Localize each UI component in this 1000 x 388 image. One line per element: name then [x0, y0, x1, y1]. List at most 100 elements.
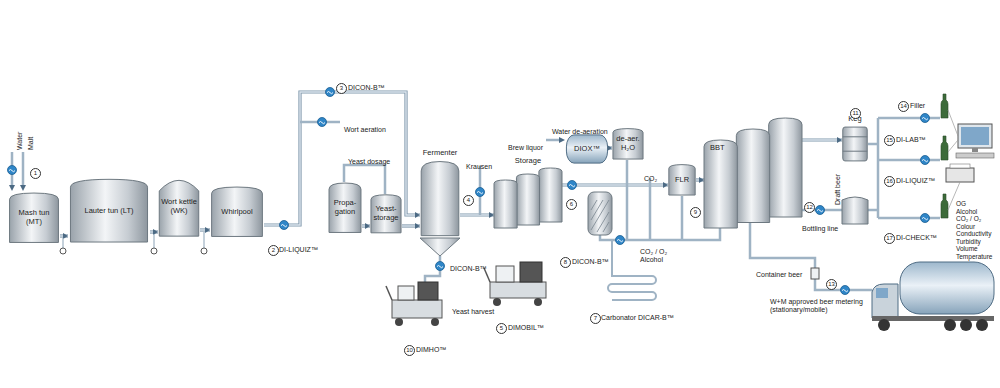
sensor — [280, 221, 289, 230]
data-wire — [948, 110, 960, 210]
vessel: Keg — [842, 126, 868, 162]
vessel-label: Whirlpool — [221, 208, 252, 217]
filler-manifold — [868, 118, 940, 218]
label-holder: Water de-aeration — [552, 120, 608, 138]
pipe-wall — [802, 138, 842, 141]
sensor — [8, 166, 17, 175]
arrow-head — [415, 212, 420, 218]
dimho-cart — [386, 282, 442, 326]
vessel-label: Storage — [515, 157, 541, 166]
pipe-core — [460, 214, 494, 215]
computer — [946, 124, 994, 182]
pipe-connector — [802, 137, 842, 143]
vessel-outline — [371, 195, 401, 233]
pipe-connector — [696, 177, 704, 183]
label-holder: 12 — [804, 195, 815, 213]
pump — [151, 248, 157, 254]
callout-number: 5 — [496, 323, 507, 334]
pump — [60, 248, 66, 254]
cart-panel — [520, 262, 542, 282]
vessel-outline — [613, 129, 643, 159]
vessel-outline — [159, 180, 198, 236]
vessel: Wort kettle (WK) — [158, 176, 200, 238]
vessel-outline — [212, 187, 263, 236]
sensors — [8, 88, 930, 295]
text-label: Colour — [956, 223, 975, 230]
label-holder: 16 — [884, 169, 895, 187]
text-label: Bottling line — [802, 225, 838, 233]
label-holder: DI-LAB™ — [896, 128, 926, 146]
vessel: DIOX™ — [566, 134, 608, 164]
label-holder: DI-LIQUIZ™ — [279, 238, 318, 256]
sensor — [616, 236, 625, 245]
truck-tank — [900, 262, 994, 314]
label-holder: DICON-B™ — [572, 250, 609, 268]
text-label: DICON-B™ — [450, 265, 487, 273]
vessel-label: de-aer. H₂O — [614, 135, 642, 152]
pipe-connector — [200, 227, 210, 233]
tanker-truck — [872, 262, 994, 331]
wheel — [976, 319, 988, 331]
vessel: FLR — [668, 164, 696, 196]
brew-liquor-pipe — [546, 139, 561, 142]
sensor — [476, 188, 485, 197]
label-holder: CO₂ / O₂ Alcohol — [640, 248, 680, 266]
label-holder: Yeast dosage — [348, 150, 390, 168]
label-holder: Colour — [956, 215, 975, 233]
sensor — [568, 181, 577, 190]
vessel-outline — [329, 183, 361, 232]
arrow-head — [699, 177, 704, 183]
text-label: DI-CHECK™ — [896, 234, 937, 242]
text-label: CO₂ / O₂ — [956, 215, 981, 222]
callout-number: 13 — [826, 279, 837, 290]
callout-number: 4 — [463, 195, 474, 206]
vessel: Lauter tun (LT) — [68, 178, 150, 244]
text-label: DICON-B™ — [348, 84, 385, 92]
label-holder: 5 — [496, 316, 507, 334]
pipe-wall — [562, 183, 668, 186]
label-holder: DICON-B™ — [450, 257, 487, 275]
arrow-head — [415, 223, 420, 229]
arrow-head — [63, 233, 68, 239]
co2-pipe — [649, 178, 652, 240]
pipe-wall — [460, 213, 494, 216]
label-holder: Bottling line — [802, 217, 838, 235]
label-holder: 3 — [336, 76, 347, 94]
label-holder: 17 — [884, 226, 895, 244]
vessel: Propa-gation — [328, 182, 362, 234]
vessel-label: DIOX™ — [574, 145, 600, 154]
pumps — [60, 248, 207, 254]
callout-number: 8 — [560, 257, 571, 268]
cart-handle — [386, 286, 392, 300]
vessel: Whirlpool — [210, 186, 264, 238]
label-holder: Wort aeration — [344, 118, 386, 136]
text-label: W+M approved beer metering (stationary/m… — [770, 298, 870, 314]
vessel-label: BBT — [710, 144, 725, 153]
screen — [961, 127, 989, 145]
dimobil-cart — [484, 262, 546, 306]
vessel-label: Fermenter — [423, 149, 458, 158]
label-holder: 10 — [404, 338, 415, 356]
vessel-outline — [421, 162, 459, 236]
vessel: BBT — [704, 118, 802, 228]
label-holder: 14 — [898, 94, 909, 112]
keg-band — [843, 137, 867, 151]
sensor — [318, 118, 327, 127]
sensor — [921, 156, 930, 165]
text-label: Conductivity — [956, 230, 991, 237]
vessel-outline — [494, 180, 517, 228]
arrow-head — [489, 212, 494, 218]
vessel-shape — [420, 160, 460, 238]
text-label: Krausen — [466, 163, 492, 171]
callout-number: 15 — [884, 135, 895, 146]
label-holder: 1 — [30, 161, 41, 179]
text-label: Filler — [910, 102, 925, 110]
arrow-head — [837, 137, 842, 143]
label-holder: Temperature — [956, 245, 993, 263]
bottle — [941, 194, 948, 218]
wheel — [944, 319, 956, 331]
label-holder: OG — [956, 192, 966, 210]
wheel — [431, 318, 439, 326]
label-holder: CO₂ — [644, 167, 657, 185]
